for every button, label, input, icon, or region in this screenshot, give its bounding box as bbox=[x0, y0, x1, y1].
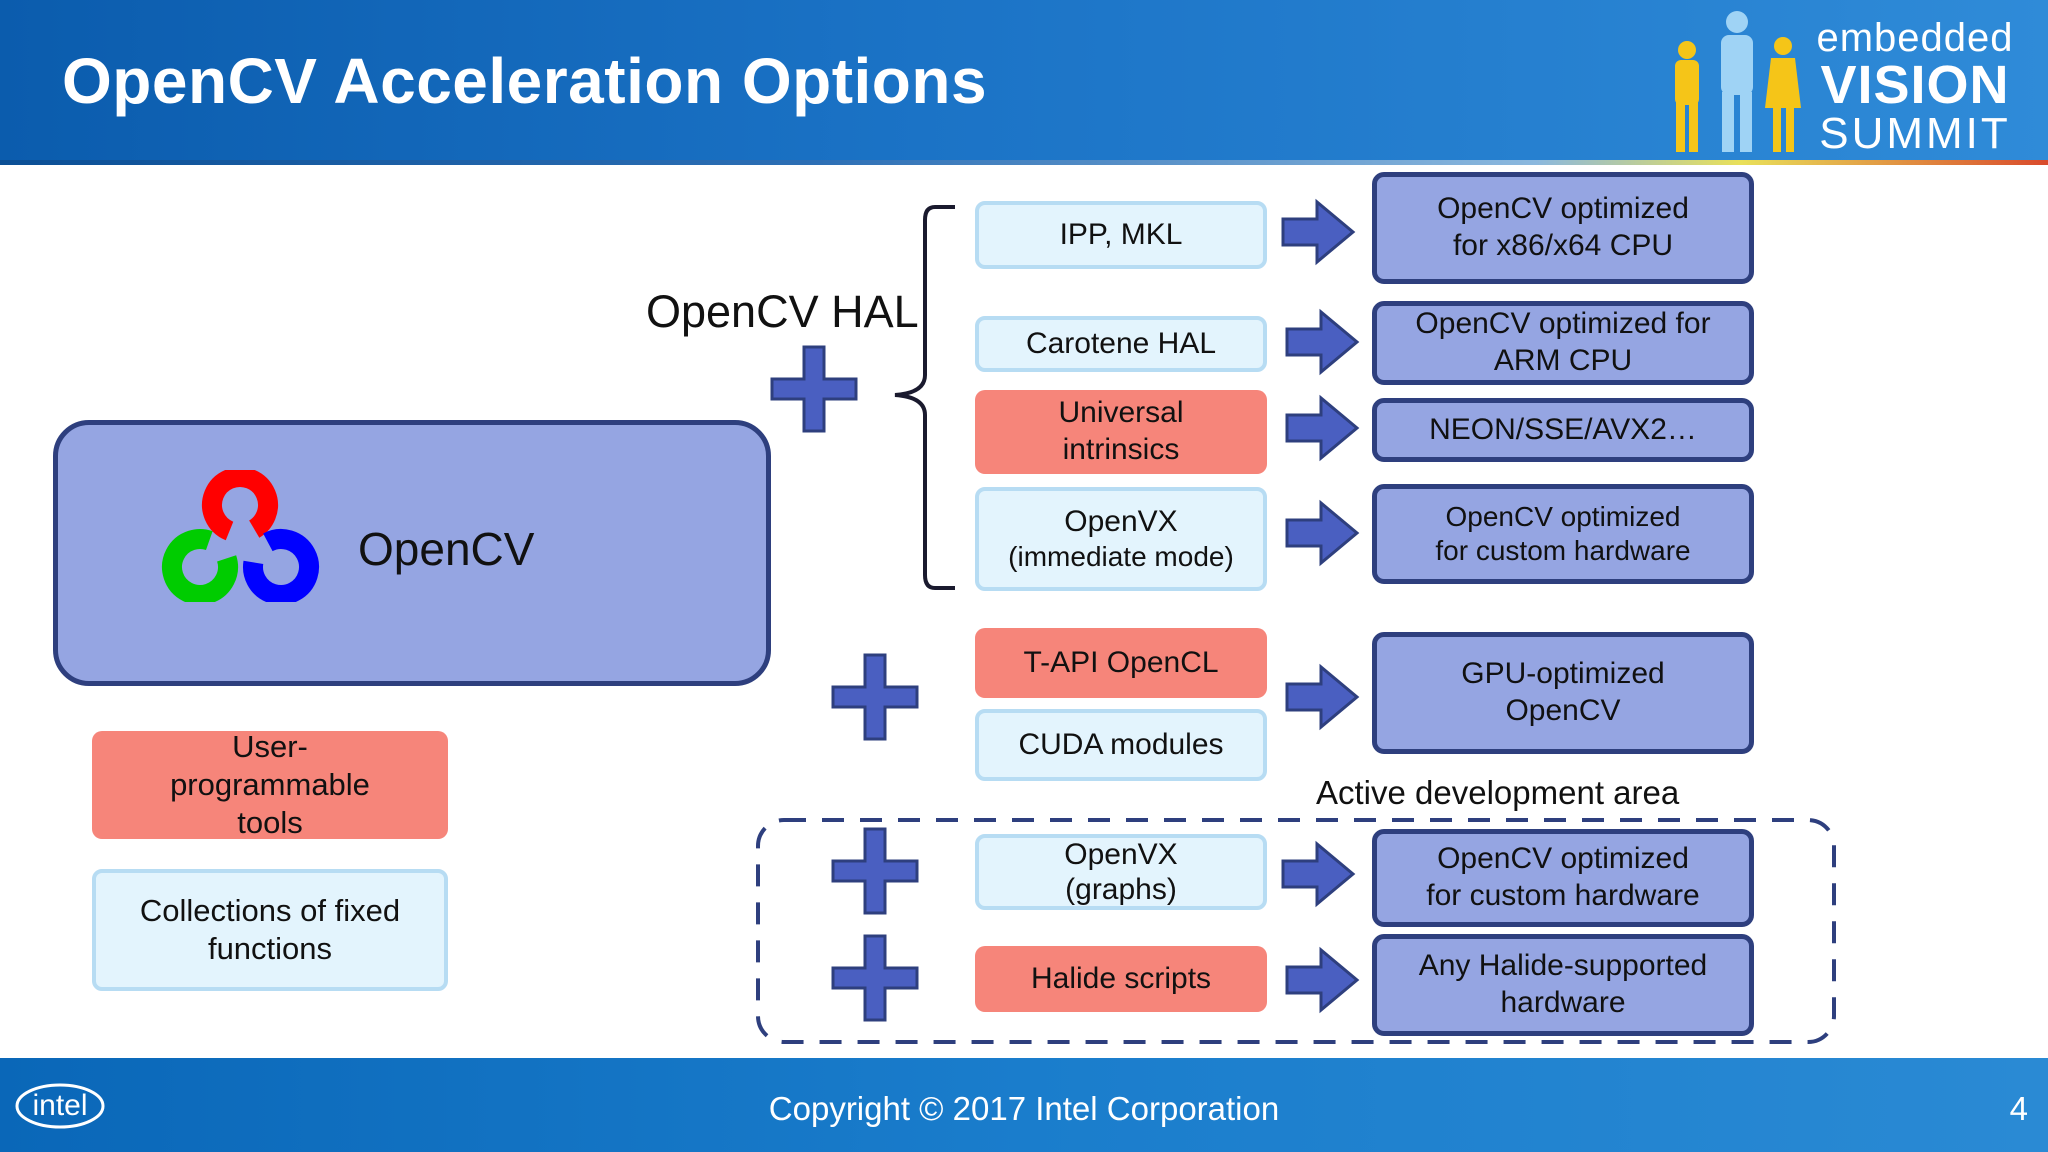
intel-logo-text: intel bbox=[32, 1089, 87, 1122]
target-custom-hw-1-line1: OpenCV optimized bbox=[1445, 500, 1681, 532]
people-silhouettes-icon bbox=[1675, 11, 1801, 152]
target-halide-line1: Any Halide-supported bbox=[1418, 949, 1708, 983]
target-arm-line1: OpenCV optimized for bbox=[1415, 307, 1711, 341]
legend-user-label: User-programmable tools bbox=[170, 729, 370, 840]
opencv-hal-label: OpenCV HAL bbox=[646, 286, 919, 337]
arrow-icon-halide bbox=[1285, 948, 1359, 1012]
embedded-vision-summit-logo: embedded VISION SUMMIT bbox=[1810, 18, 2020, 156]
target-halide-line2: hardware bbox=[1500, 986, 1626, 1019]
arrow-icon-ipp bbox=[1281, 200, 1355, 264]
target-arm-line2: ARM CPU bbox=[1493, 344, 1633, 377]
copyright-text: Copyright © 2017 Intel Corporation bbox=[768, 1090, 1280, 1127]
source-carotene-hal: Carotene HAL bbox=[975, 316, 1267, 372]
header-divider bbox=[0, 160, 2048, 165]
target-custom-hw-1-line2: for custom hardware bbox=[1435, 535, 1691, 566]
legend-fixed-functions: Collections of fixed functions bbox=[92, 869, 448, 991]
target-custom-hw-2-line1: OpenCV optimized bbox=[1437, 842, 1689, 876]
source-universal-intrinsics: Universal intrinsics bbox=[975, 390, 1267, 474]
slide-title: OpenCV Acceleration Options bbox=[62, 45, 988, 117]
logo-line-vision: VISION bbox=[1820, 55, 2010, 115]
active-development-region bbox=[756, 818, 1836, 1044]
plus-icon-hal bbox=[770, 345, 858, 433]
plus-icon-gpu bbox=[831, 653, 919, 741]
header-bar bbox=[0, 0, 2048, 160]
arrow-icon-universal bbox=[1285, 396, 1359, 460]
source-openvx-graphs: OpenVX (graphs) bbox=[975, 834, 1267, 910]
source-cuda-modules: CUDA modules bbox=[975, 709, 1267, 781]
plus-icon-halide bbox=[831, 934, 919, 1022]
source-universal-label: Universal intrinsics bbox=[1058, 396, 1184, 466]
source-tapi-label: T-API OpenCL bbox=[1023, 645, 1219, 679]
active-development-label: Active development area bbox=[1316, 774, 1680, 811]
arrow-icon-openvx-graphs bbox=[1281, 842, 1355, 906]
arrow-icon-carotene bbox=[1285, 310, 1359, 374]
intel-logo-icon: intel bbox=[15, 1083, 105, 1129]
source-halide-label: Halide scripts bbox=[1030, 961, 1212, 995]
source-openvx-immediate-line2: (immediate mode) bbox=[1008, 541, 1234, 573]
arrow-icon-gpu bbox=[1285, 665, 1359, 729]
target-custom-hardware-2: OpenCV optimized for custom hardware bbox=[1372, 829, 1754, 927]
source-halide-scripts: Halide scripts bbox=[975, 946, 1267, 1012]
plus-icon-openvx-graphs bbox=[831, 827, 919, 915]
source-openvx-immediate-line1: OpenVX bbox=[1064, 504, 1178, 538]
target-arm-cpu: OpenCV optimized for ARM CPU bbox=[1372, 301, 1754, 385]
legend-fixed-label: Collections of fixed functions bbox=[139, 893, 401, 966]
target-x86-line1: OpenCV optimized bbox=[1437, 192, 1689, 226]
hal-brace bbox=[894, 205, 955, 590]
source-cuda-label: CUDA modules bbox=[1018, 727, 1224, 761]
target-simd: NEON/SSE/AVX2… bbox=[1372, 398, 1754, 462]
target-gpu-line2: OpenCV bbox=[1505, 694, 1621, 727]
source-carotene-label: Carotene HAL bbox=[1025, 326, 1217, 360]
target-x86-cpu: OpenCV optimized for x86/x64 CPU bbox=[1372, 172, 1754, 284]
target-simd-label: NEON/SSE/AVX2… bbox=[1429, 412, 1697, 446]
opencv-logo-icon bbox=[162, 470, 319, 602]
target-custom-hardware-1: OpenCV optimized for custom hardware bbox=[1372, 484, 1754, 584]
target-gpu-line1: GPU-optimized bbox=[1461, 657, 1665, 691]
target-gpu: GPU-optimized OpenCV bbox=[1372, 632, 1754, 754]
source-tapi-opencl: T-API OpenCL bbox=[975, 628, 1267, 698]
legend-user-programmable: User-programmable tools bbox=[92, 729, 448, 840]
source-ipp-mkl: IPP, MKL bbox=[975, 201, 1267, 269]
opencv-label: OpenCV bbox=[358, 523, 535, 575]
source-openvx-graphs-line2: (graphs) bbox=[1065, 873, 1177, 906]
source-openvx-graphs-line1: OpenVX bbox=[1064, 837, 1178, 871]
page-number: 4 bbox=[2009, 1090, 2028, 1127]
logo-line-summit: SUMMIT bbox=[1819, 109, 2011, 158]
source-ipp-mkl-label: IPP, MKL bbox=[1059, 217, 1183, 251]
target-halide-hardware: Any Halide-supported hardware bbox=[1372, 934, 1754, 1036]
target-x86-line2: for x86/x64 CPU bbox=[1452, 229, 1674, 262]
source-openvx-immediate: OpenVX (immediate mode) bbox=[975, 487, 1267, 591]
target-custom-hw-2-line2: for custom hardware bbox=[1426, 879, 1700, 912]
logo-line-embedded: embedded bbox=[1816, 16, 2014, 60]
footer-bar bbox=[0, 1058, 2048, 1152]
arrow-icon-openvx-immediate bbox=[1285, 501, 1359, 565]
